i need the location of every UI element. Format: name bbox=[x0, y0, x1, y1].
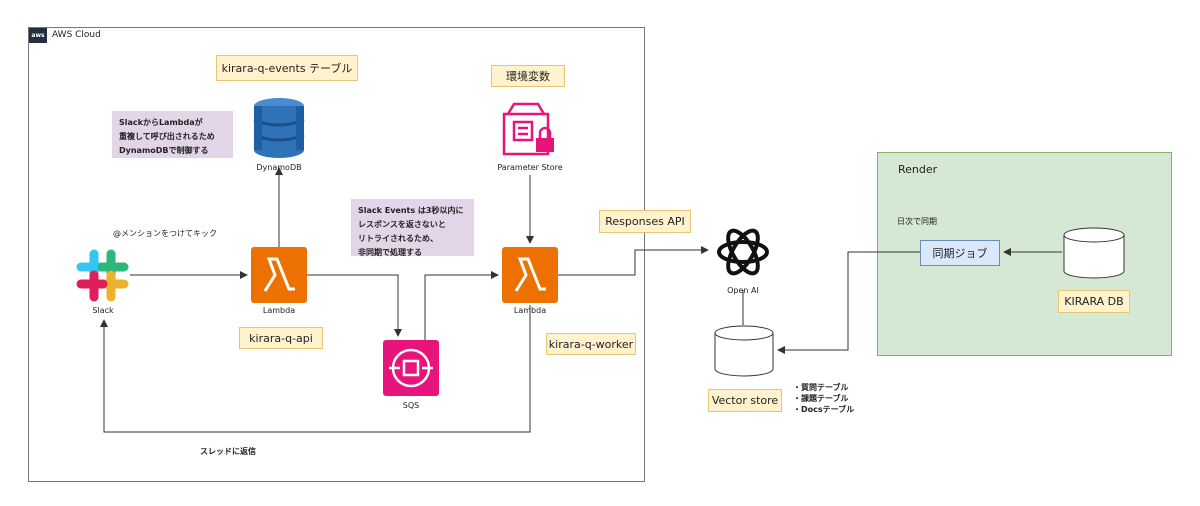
vector-store-tables: ・質問テーブル ・課題テーブル ・Docsテーブル bbox=[793, 382, 854, 415]
edge-lambda-api-to-sqs bbox=[307, 274, 402, 337]
vector-store-icon bbox=[714, 325, 774, 377]
sqs-label: SQS bbox=[402, 401, 420, 410]
edge-sqs-to-lambda-worker bbox=[424, 271, 499, 340]
dynamodb-table-label: kirara-q-events テーブル bbox=[216, 55, 358, 81]
parameter-store-icon bbox=[502, 102, 554, 156]
aws-logo-icon: aws bbox=[29, 28, 47, 43]
responses-api-label: Responses API bbox=[599, 210, 691, 233]
daily-sync-label: 日次で同期 bbox=[897, 217, 937, 226]
aws-cloud-label: AWS Cloud bbox=[52, 30, 101, 40]
env-vars-label: 環境変数 bbox=[491, 65, 565, 87]
lambda-worker-label: Lambda bbox=[513, 306, 547, 315]
edge-lambda-worker-to-openai bbox=[558, 246, 709, 276]
slack-icon bbox=[76, 249, 129, 302]
dynamodb-icon bbox=[253, 98, 305, 158]
thread-reply-label: スレッドに返信 bbox=[200, 447, 256, 456]
kirara-db-icon bbox=[1063, 227, 1125, 279]
lambda-api-label: Lambda bbox=[262, 306, 296, 315]
sync-job-box: 同期ジョブ bbox=[920, 240, 1000, 266]
openai-label: Open AI bbox=[727, 286, 759, 295]
kirara-q-worker-label: kirara-q-worker bbox=[546, 333, 636, 355]
sqs-note: Slack Events は3秒以内に レスポンスを返さないと リトライされるた… bbox=[351, 199, 474, 257]
vector-store-table-item: ・Docsテーブル bbox=[793, 405, 855, 414]
aws-cloud-group bbox=[28, 27, 645, 482]
edge-lambda-worker-to-slack bbox=[100, 305, 531, 433]
dynamodb-note: SlackからLambdaが 重複して呼び出されるため DynamoDBで制御す… bbox=[112, 111, 233, 158]
render-label: Render bbox=[898, 163, 938, 176]
edge-sync-job-to-vector-store bbox=[777, 251, 920, 354]
openai-icon bbox=[717, 228, 769, 276]
mention-label: @メンションをつけてキック bbox=[113, 229, 217, 238]
lambda-worker-icon bbox=[502, 247, 558, 303]
vector-store-table-item: ・課題テーブル bbox=[793, 394, 849, 403]
parameter-store-label: Parameter Store bbox=[497, 163, 563, 172]
kirara-q-api-label: kirara-q-api bbox=[239, 327, 323, 349]
vector-store-table-item: ・質問テーブル bbox=[793, 383, 849, 392]
kirara-db-label: KIRARA DB bbox=[1058, 290, 1130, 313]
sqs-icon bbox=[383, 340, 439, 396]
vector-store-label: Vector store bbox=[708, 389, 782, 412]
lambda-api-icon bbox=[251, 247, 307, 303]
dynamodb-label: DynamoDB bbox=[256, 163, 302, 172]
slack-label: Slack bbox=[92, 306, 114, 315]
